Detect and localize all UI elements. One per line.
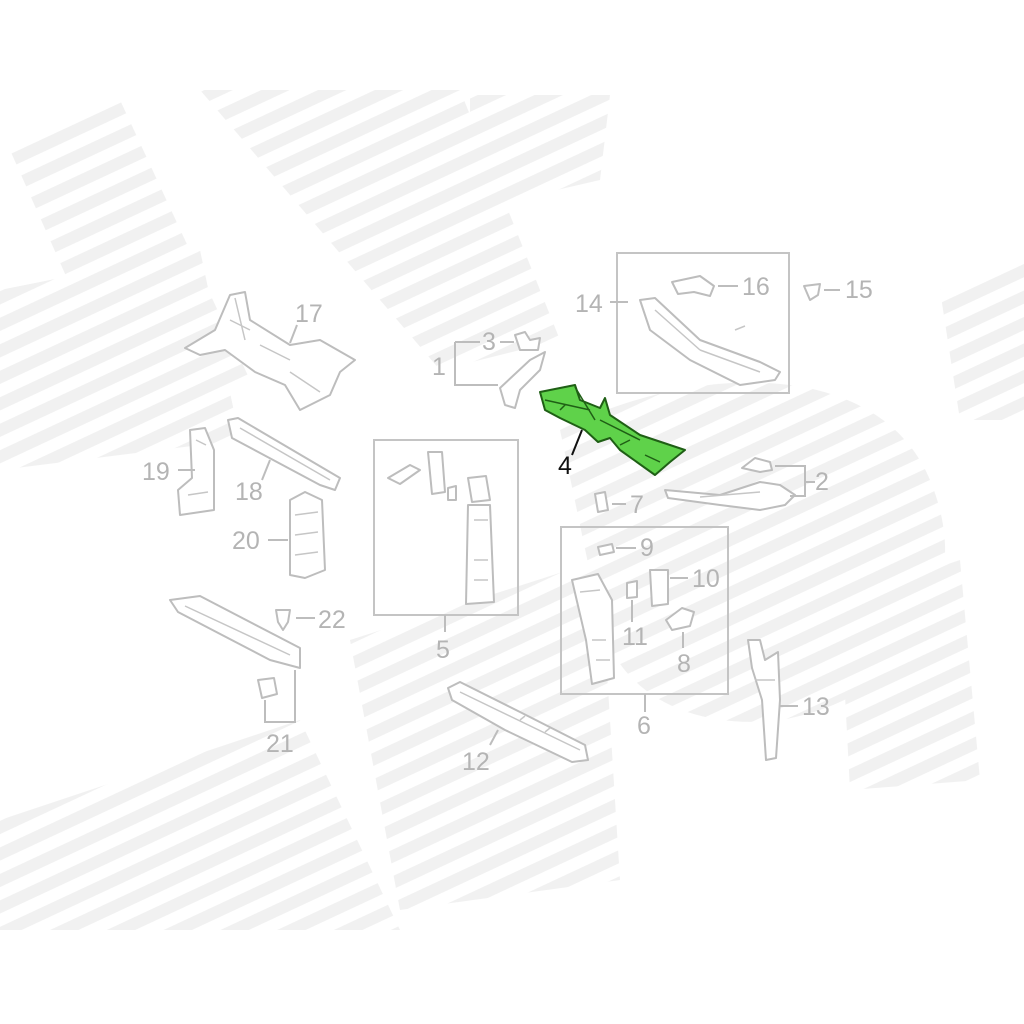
callout-14: 14	[575, 290, 603, 318]
part-6-pillar[interactable]	[571, 573, 615, 685]
part-14-shroud[interactable]	[639, 297, 781, 386]
part-11[interactable]	[626, 580, 638, 599]
part-3[interactable]	[514, 331, 541, 351]
callout-3: 3	[482, 328, 496, 356]
group-box-5	[373, 439, 519, 616]
callout-2: 2	[815, 468, 829, 496]
part-15[interactable]	[803, 283, 821, 301]
callout-10: 10	[692, 565, 720, 593]
callout-20: 20	[232, 527, 260, 555]
callout-13: 13	[802, 693, 830, 721]
callout-7: 7	[630, 491, 644, 519]
part-8[interactable]	[665, 607, 695, 631]
part-5-contents[interactable]	[387, 451, 495, 605]
part-2-upper[interactable]	[741, 457, 773, 473]
part-21-clip[interactable]	[257, 677, 278, 699]
callout-16: 16	[742, 273, 770, 301]
watermark	[0, 90, 1024, 930]
callout-5: 5	[436, 636, 450, 664]
callout-9: 9	[640, 534, 654, 562]
part-1-bracket[interactable]	[499, 351, 546, 409]
part-17[interactable]	[184, 291, 356, 411]
part-16[interactable]	[671, 275, 715, 297]
callout-19: 19	[142, 458, 170, 486]
callout-labels: 1 2 3 4 5 6 7 8 9 10 11 12 13 14 15 16 1…	[142, 273, 873, 776]
callout-18: 18	[235, 478, 263, 506]
part-12[interactable]	[447, 681, 589, 763]
part-18[interactable]	[227, 417, 341, 491]
callout-4: 4	[558, 452, 572, 480]
part-22[interactable]	[275, 609, 291, 631]
part-13[interactable]	[747, 639, 781, 761]
part-9[interactable]	[597, 543, 615, 556]
group-box-14	[616, 252, 790, 394]
callout-12: 12	[462, 748, 490, 776]
part-21-panel[interactable]	[169, 595, 301, 669]
part-20[interactable]	[289, 491, 326, 579]
callout-1: 1	[432, 353, 446, 381]
part-7[interactable]	[594, 491, 609, 513]
callout-21: 21	[266, 730, 294, 758]
part-4-highlighted[interactable]	[539, 384, 686, 476]
callout-8: 8	[677, 650, 691, 678]
part-10[interactable]	[649, 569, 669, 607]
callout-22: 22	[318, 606, 346, 634]
part-19[interactable]	[177, 427, 215, 516]
callout-17: 17	[295, 300, 323, 328]
callout-11: 11	[622, 623, 648, 651]
callout-15: 15	[845, 276, 873, 304]
callout-6: 6	[637, 712, 651, 740]
part-2-rail[interactable]	[664, 481, 796, 511]
